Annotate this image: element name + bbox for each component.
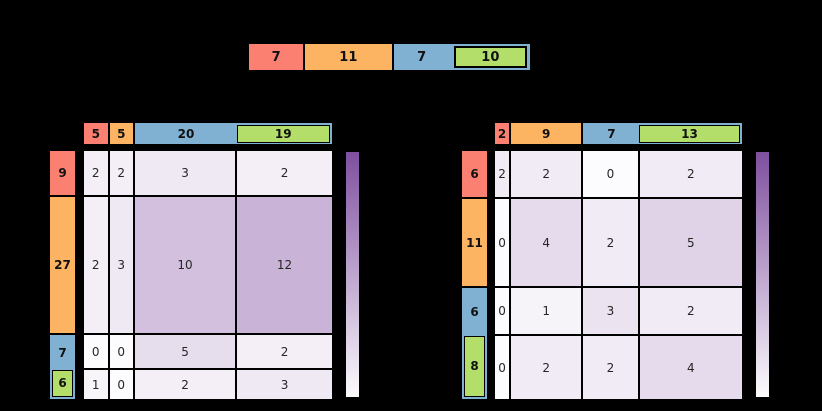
- col-header-blue-label: 20: [177, 126, 195, 141]
- col-header-blue-label: 7: [607, 126, 616, 141]
- matrix-cell: 2: [494, 150, 511, 199]
- matrix-cell: 2: [638, 287, 743, 336]
- colorbar: [345, 151, 360, 398]
- matrix-cell: 10: [134, 195, 237, 334]
- bar-segment-blue: 7 10: [393, 44, 530, 70]
- matrix-cell: 12: [236, 195, 333, 334]
- col-header-green-nested: 13: [639, 124, 740, 143]
- col-header-orange: 5: [108, 122, 134, 145]
- matrix-cell: 2: [83, 150, 109, 196]
- matrix-cell: 0: [494, 287, 511, 336]
- col-header-red: 2: [494, 122, 511, 145]
- bar-segment-red: 7: [249, 44, 306, 70]
- matrix-cell: 2: [108, 150, 134, 196]
- grid-frame: [492, 148, 745, 402]
- matrix-cell: 1: [510, 287, 583, 336]
- bar-segment-orange: 11: [305, 44, 394, 70]
- matrix-cell: 2: [582, 335, 639, 400]
- row-header-orange: 11: [461, 198, 488, 288]
- matrix-cell: 2: [582, 198, 639, 288]
- matrix-cell: 0: [582, 150, 639, 199]
- col-header-blue: 7 13: [582, 122, 743, 145]
- bar-nested-green: 10: [453, 46, 527, 68]
- matrix-cell: 2: [510, 335, 583, 400]
- matrix-cell: 2: [638, 150, 743, 199]
- row-header-red: 9: [49, 150, 76, 196]
- colorbar: [755, 151, 770, 398]
- row-header-green-nested: 6: [52, 369, 73, 397]
- matrix-cell: 3: [108, 195, 134, 334]
- matrix-cell: 5: [638, 198, 743, 288]
- matrix-cell: 2: [236, 333, 333, 370]
- grid-frame: [81, 148, 335, 402]
- matrix-cell: 4: [510, 198, 583, 288]
- matrix-cell: 4: [638, 335, 743, 400]
- row-header-blue-label: 6: [470, 305, 479, 320]
- row-header-orange: 27: [49, 195, 76, 334]
- matrix-cell: 2: [236, 150, 333, 196]
- matrix-cell: 1: [83, 369, 109, 400]
- matrix-cell: 2: [510, 150, 583, 199]
- matrix-cell: 0: [494, 198, 511, 288]
- matrix-cell: 2: [134, 369, 237, 400]
- col-header-orange: 9: [510, 122, 583, 145]
- col-header-red: 5: [83, 122, 109, 145]
- matrix-cell: 0: [494, 335, 511, 400]
- bar-segment-blue-label: 7: [417, 49, 427, 65]
- matrix-cell: 0: [108, 333, 134, 370]
- matrix-cell: 3: [134, 150, 237, 196]
- row-header-green-nested: 8: [464, 335, 485, 397]
- matrix-cell: 2: [83, 195, 109, 334]
- matrix-cell: 3: [236, 369, 333, 400]
- row-header-blue-label: 7: [58, 345, 67, 360]
- matrix-cell: 0: [108, 369, 134, 400]
- row-header-red: 6: [461, 150, 488, 199]
- matrix-cell: 3: [582, 287, 639, 336]
- col-header-green-nested: 19: [236, 124, 330, 143]
- matrix-cell: 5: [134, 333, 237, 370]
- matrix-cell: 0: [83, 333, 109, 370]
